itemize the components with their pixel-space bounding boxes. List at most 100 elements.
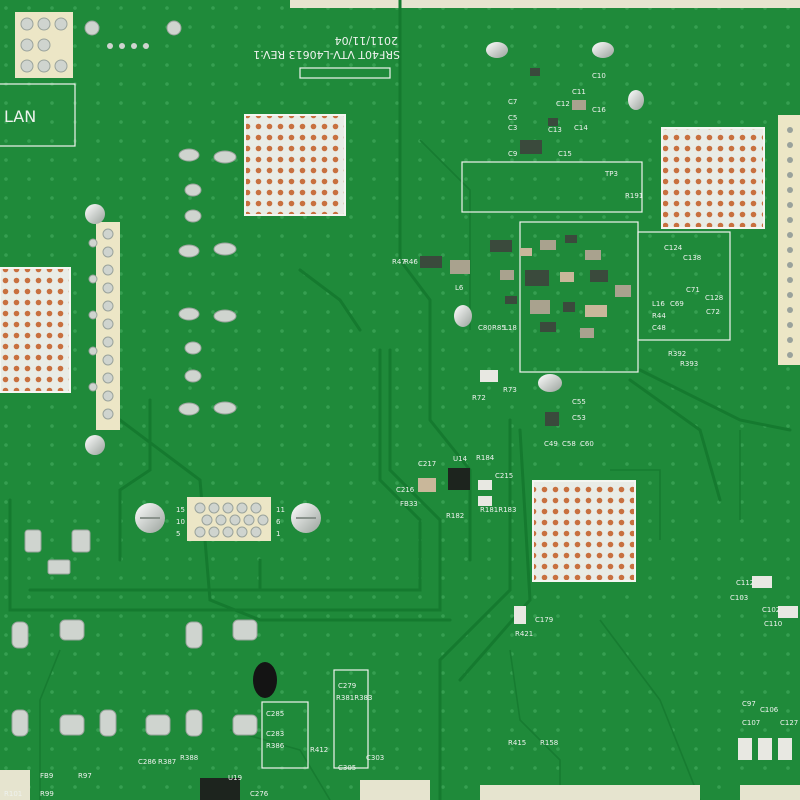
label-c9: C9 <box>508 150 517 158</box>
solder-blob <box>486 42 508 58</box>
solder-blob <box>454 305 472 327</box>
label-c106: C106 <box>760 706 779 714</box>
copper-traces <box>8 0 792 800</box>
label-c53: C53 <box>572 414 586 422</box>
component-labels: TP3 R191 R392 R393 R72 R73 R184 R182 C21… <box>4 72 798 798</box>
label-c11: C11 <box>572 88 586 96</box>
label-c179: C179 <box>535 616 553 624</box>
pin-label-15: 15 <box>176 506 185 514</box>
silk-box-c285 <box>261 701 309 769</box>
label-r158: R158 <box>540 739 558 747</box>
label-c110: C110 <box>764 620 782 628</box>
board-date-silkscreen: 2011/11/04 <box>335 34 398 47</box>
label-r73: R73 <box>503 386 517 394</box>
label-r85: R85 <box>492 324 506 332</box>
pad-array-bottom-center <box>532 480 636 582</box>
label-c60: C60 <box>580 440 594 448</box>
silk-box-c279 <box>333 669 369 769</box>
ic-u19 <box>200 778 240 800</box>
label-c217: C217 <box>418 460 436 468</box>
solder-blob <box>592 42 614 58</box>
label-c215: C215 <box>495 472 513 480</box>
pin-label-11: 11 <box>276 506 285 514</box>
pin-label-5: 5 <box>176 530 180 538</box>
label-c138: C138 <box>683 254 701 262</box>
label-c102: C102 <box>762 606 780 614</box>
label-r393: R393 <box>680 360 698 368</box>
mount-hole <box>85 204 105 224</box>
mount-hole <box>85 435 105 455</box>
label-c216: C216 <box>396 486 415 494</box>
board-id-silkscreen: SRF40T VTV-L40613 REV:1 <box>253 48 400 61</box>
label-c80: C80 <box>478 324 492 332</box>
label-c13: C13 <box>548 126 562 134</box>
label-r191: R191 <box>625 192 643 200</box>
label-fb9: FB9 <box>40 772 53 780</box>
label-r412: R412 <box>310 746 328 754</box>
bottom-edge-connector-3 <box>740 785 800 800</box>
label-r101: R101 <box>4 790 22 798</box>
label-c279: C279 <box>338 682 356 690</box>
label-c107: C107 <box>742 719 760 727</box>
label-c12: C12 <box>556 100 570 108</box>
label-r72: R72 <box>472 394 486 402</box>
pin-label-10: 10 <box>176 518 185 526</box>
smd-component-cluster <box>418 68 798 760</box>
label-r182: R182 <box>446 512 464 520</box>
lan-partial-label: LAN <box>4 107 36 126</box>
label-r415: R415 <box>508 739 526 747</box>
bottom-left-component <box>0 770 30 800</box>
left-vertical-header-pins <box>88 228 114 420</box>
solder-blob <box>538 374 562 392</box>
label-r387: R387 <box>158 758 176 766</box>
board-id-text: SRF40T VTV-L40613 REV:1 <box>253 48 400 61</box>
label-c10: C10 <box>592 72 606 80</box>
label-c48: C48 <box>652 324 666 332</box>
lan-silkscreen-box <box>0 83 76 147</box>
silk-box-tp3 <box>461 161 643 213</box>
label-c127: C127 <box>780 719 798 727</box>
label-c124: C124 <box>664 244 683 252</box>
label-c286: C286 <box>138 758 157 766</box>
label-u19: U19 <box>228 774 242 782</box>
mount-pad <box>84 20 100 36</box>
bottom-left-pads <box>11 529 258 737</box>
electrolytic-capacitor <box>253 662 277 698</box>
top-left-header-pins <box>20 17 68 73</box>
pad-array-top-right <box>661 127 765 229</box>
label-r46: R46 <box>404 258 418 266</box>
pad-array-top-center <box>244 114 346 216</box>
label-c72: C72 <box>706 308 720 316</box>
label-c7: C7 <box>508 98 517 106</box>
label-l18: L18 <box>504 324 517 332</box>
silk-outline <box>299 67 391 79</box>
vga-connector-pins <box>194 502 269 538</box>
label-c71: C71 <box>686 286 700 294</box>
bottom-edge-connector-2 <box>480 785 700 800</box>
label-r392: R392 <box>668 350 686 358</box>
solder-blob <box>628 90 644 110</box>
label-c285: C285 <box>266 710 284 718</box>
label-c49: C49 <box>544 440 558 448</box>
label-c55: C55 <box>572 398 586 406</box>
label-c103: C103 <box>730 594 748 602</box>
right-header-strip <box>778 115 800 365</box>
label-c69: C69 <box>670 300 684 308</box>
label-c16: C16 <box>592 106 606 114</box>
label-fb33: FB33 <box>400 500 418 508</box>
small-via-row <box>107 43 149 49</box>
board-date-text: 2011/11/04 <box>335 34 398 47</box>
label-c97: C97 <box>742 700 756 708</box>
label-c3: C3 <box>508 124 517 132</box>
bottom-edge-connector-1 <box>360 780 430 800</box>
silk-box-right <box>637 231 731 341</box>
pin-label-1: 1 <box>276 530 280 538</box>
pin-label-6: 6 <box>276 518 281 526</box>
label-r381r383: R381R383 <box>336 694 372 702</box>
label-c5: C5 <box>508 114 517 122</box>
label-u14: U14 <box>453 455 468 463</box>
label-c305: C305 <box>338 764 356 772</box>
label-c283: C283 <box>266 730 284 738</box>
